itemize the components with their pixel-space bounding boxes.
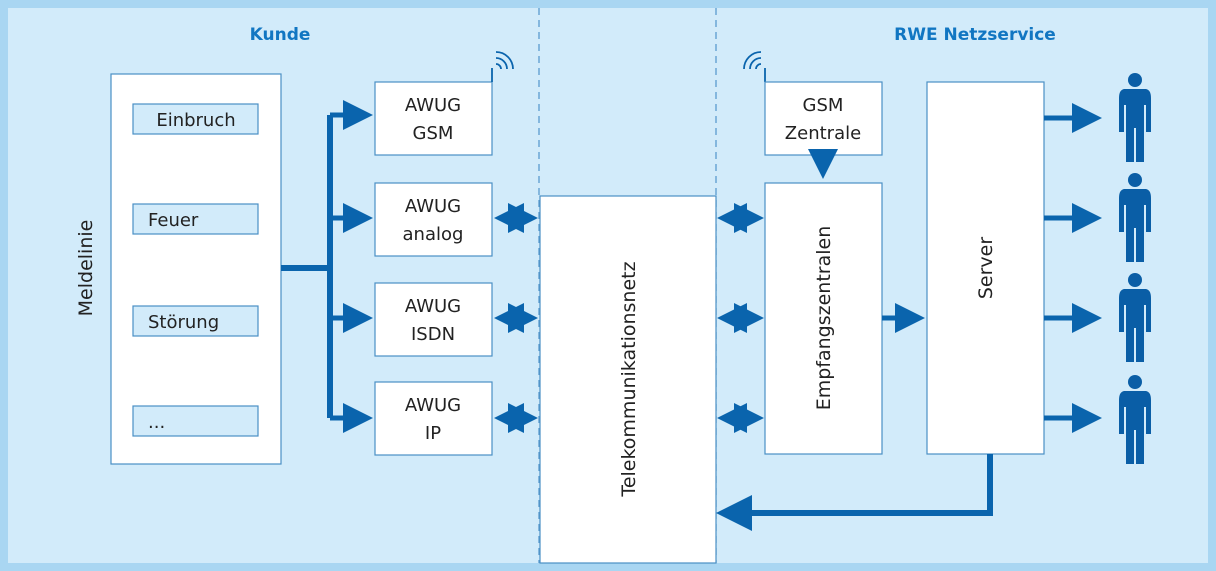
gsm-center-box xyxy=(764,81,883,156)
provider-heading: RWE Netzservice xyxy=(894,25,1056,45)
arrow-server-to-network xyxy=(716,454,993,531)
transmitter-ip-line1: AWUG xyxy=(405,395,461,416)
signal-box-more xyxy=(132,405,259,437)
alarm-line-box xyxy=(110,73,282,465)
signal-label-fault: Störung xyxy=(148,312,219,333)
transmitter-analog-line1: AWUG xyxy=(405,196,461,217)
transmitter-box-analog xyxy=(374,182,493,257)
alarm-line-label: Meldelinie xyxy=(75,220,97,317)
signal-label-more: ... xyxy=(148,412,165,433)
transmitter-gsm-line2: GSM xyxy=(413,123,454,144)
telecom-network-label: Telekommunikationsnetz xyxy=(618,261,640,497)
signal-box-fire xyxy=(132,203,259,235)
transmitter-gsm-line1: AWUG xyxy=(405,95,461,116)
gsm-center-line2: Zentrale xyxy=(785,123,861,144)
transmitter-box-gsm xyxy=(374,81,493,156)
transmitter-box-isdn xyxy=(374,282,493,357)
wireless-signal-icon xyxy=(491,51,514,82)
server-box xyxy=(926,81,1045,455)
receiving-centers-box xyxy=(764,182,883,455)
signal-label-fire: Feuer xyxy=(148,210,199,231)
transmitter-isdn-line1: AWUG xyxy=(405,296,461,317)
distribution-connector xyxy=(281,115,333,418)
transmitter-box-ip xyxy=(374,381,493,456)
transmitter-ip-line2: IP xyxy=(425,423,441,444)
receiving-centers-label: Empfangszentralen xyxy=(813,226,835,411)
wireless-signal-icon xyxy=(743,51,766,82)
transmitter-isdn-line2: ISDN xyxy=(411,324,455,345)
signal-box-burglary xyxy=(132,103,259,135)
signal-box-fault xyxy=(132,305,259,337)
customer-heading: Kunde xyxy=(250,25,311,45)
server-label: Server xyxy=(975,237,997,299)
transmitter-analog-line2: analog xyxy=(403,224,464,245)
telecom-network-box xyxy=(539,195,717,564)
gsm-center-line1: GSM xyxy=(803,95,844,116)
signal-label-burglary: Einbruch xyxy=(156,110,235,131)
